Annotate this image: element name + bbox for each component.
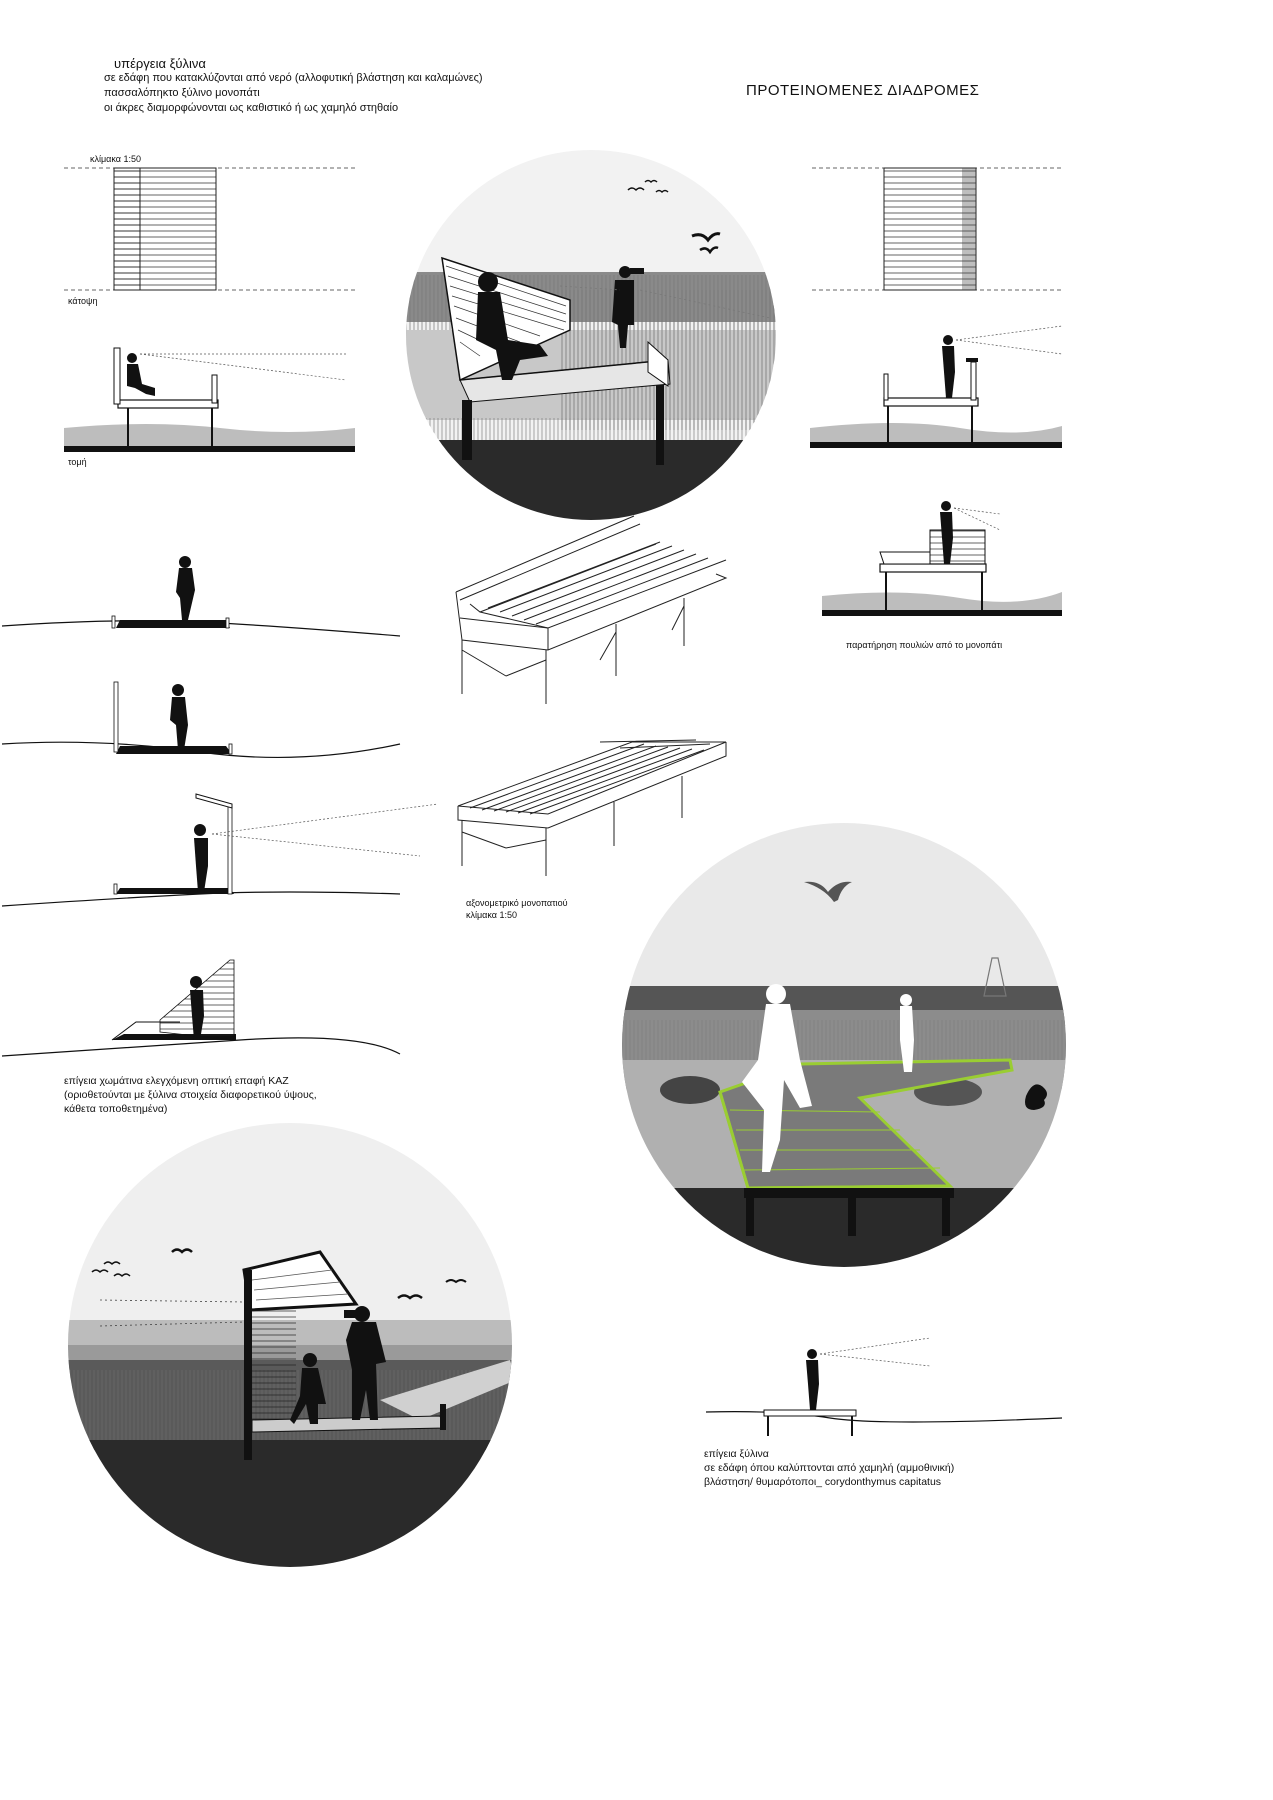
plan-view-left [64,167,355,291]
earth-path-caption-2: (οριοθετούνται με ξύλινα στοιχεία διαφορ… [64,1089,317,1101]
earth-path-caption-3: κάθετα τοποθετημένα) [64,1103,168,1115]
bird-large-icon [804,881,852,902]
scale-label: κλίμακα 1:50 [90,154,141,164]
axonometric-scale-label: κλίμακα 1:50 [466,910,517,920]
ground-wood-caption-2: σε εδάφη όπου καλύπτονται από χαμηλή (αμ… [704,1462,955,1474]
birds-top [627,179,721,255]
axonometric-path [457,739,727,876]
section-earth-path-2 [1,681,401,759]
axonometric-label: αξονομετρικό μονοπατιού [466,898,568,908]
section-seated [64,347,355,452]
section-label: τομή [68,457,87,467]
header-line-3: οι άκρες διαμορφώνονται ως καθιστικό ή ω… [104,102,399,114]
plan-label: κάτοψη [68,296,98,306]
bird-watching-label: παρατήρηση πουλιών από το μονοπάτι [846,640,1003,650]
plan-view-right [812,167,1062,291]
drawings-canvas [1,150,1066,1567]
axonometric-bench [455,515,728,704]
header-line-1: σε εδάφη που κατακλύζονται από νερό (αλλ… [104,72,483,84]
ground-wood-caption-1: επίγεια ξύλινα [704,1448,769,1460]
section-ground-wood [705,1337,1063,1436]
section-earth-path-1 [1,556,401,637]
header-line-2: πασσαλόπηκτο ξύλινο μονοπάτι [104,87,260,99]
photomontage-reeds [406,150,776,520]
ground-wood-caption-3: βλάστηση/ θυμαρότοποι_ corydonthymus cap… [704,1476,942,1488]
photomontage-shelter [68,1123,512,1567]
section-earth-path-4 [1,959,401,1057]
photomontage-beach [622,823,1066,1267]
section-earth-path-3 [1,793,439,907]
section-bird-watching [822,501,1062,616]
section-standing-right [810,325,1063,448]
proposed-routes-title: ΠΡΟΤΕΙΝΟΜΕΝΕΣ ΔΙΑΔΡΟΜΕΣ [746,82,980,99]
birds-bottom [91,1248,467,1300]
earth-path-caption-1: επίγεια χωμάτινα ελεγχόμενη οπτική επαφή… [64,1075,289,1087]
header-title: υπέργεια ξύλινα [114,56,206,71]
